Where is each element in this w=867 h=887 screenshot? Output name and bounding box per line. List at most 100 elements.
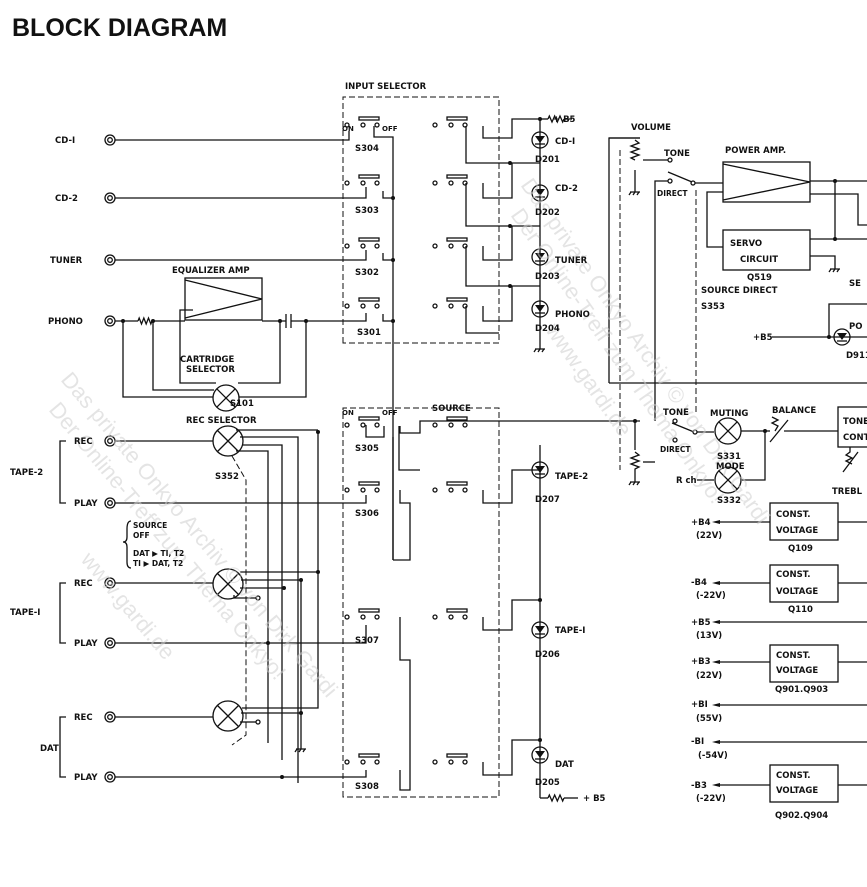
switch-contact (462, 180, 468, 186)
wire (399, 617, 411, 791)
switch-contact (360, 759, 366, 765)
switch-contact (374, 243, 380, 249)
rail-name: +BI (691, 700, 708, 710)
push-switch-icon (432, 608, 468, 620)
diode-triangle (837, 333, 847, 340)
switch-button (446, 481, 468, 486)
switch-contact (432, 422, 438, 428)
rec-note: SOURCE (133, 521, 167, 530)
rec-label: REC (74, 437, 93, 447)
push-switch-icon (432, 481, 468, 493)
const-voltage-block (769, 502, 839, 541)
jack-inner (107, 500, 113, 506)
rec-label: REC (74, 579, 93, 589)
wire (398, 426, 420, 471)
wire (465, 126, 540, 164)
diode-icon (531, 131, 549, 149)
diode-triangle (535, 253, 545, 260)
diode-ref: D201 (535, 155, 560, 165)
play-label: PLAY (74, 499, 98, 509)
dashed-linkage (231, 455, 247, 746)
wire (242, 444, 283, 760)
tape-group-label: TAPE-2 (10, 468, 43, 478)
diode-body (531, 621, 549, 639)
play-label: PLAY (74, 639, 98, 649)
tape-group-label: DAT (40, 744, 59, 754)
wire (382, 191, 393, 199)
jack-outer (104, 711, 116, 723)
selector-body (714, 466, 742, 494)
input-selector-label: INPUT SELECTOR (345, 82, 427, 92)
switch-button (358, 416, 380, 421)
wire (482, 469, 540, 504)
push-switch-icon (432, 116, 468, 128)
rail-name: +B5 (691, 618, 711, 628)
switch-contact (432, 759, 438, 765)
rail-name: +B4 (691, 518, 711, 528)
jack-inner (107, 714, 113, 720)
wire (115, 131, 350, 141)
push-switch-icon (344, 116, 380, 128)
volume-pot-icon (629, 451, 641, 478)
jack-outer (104, 497, 116, 509)
diode-ref: D205 (535, 778, 560, 788)
push-switch-icon (432, 174, 468, 186)
wire (115, 187, 367, 199)
jack-icon (104, 435, 116, 447)
switch-contact (462, 422, 468, 428)
terminal-icon (255, 595, 261, 601)
wire (291, 313, 367, 322)
switch-contact (462, 614, 468, 620)
selector-body (212, 700, 244, 732)
push-switch-icon (344, 608, 380, 620)
diode-body (531, 461, 549, 479)
switch-button (358, 237, 380, 242)
switch-button (446, 237, 468, 242)
switch-contact (432, 122, 438, 128)
jack-inner (107, 774, 113, 780)
rotary-selector-icon (714, 466, 742, 494)
ground-icon (828, 265, 840, 273)
switch-contact (344, 759, 350, 765)
regulator-label: VOLTAGE (776, 526, 818, 536)
selector-cross (217, 705, 239, 727)
wire (465, 306, 499, 334)
junction-dot (538, 738, 542, 742)
brace (122, 520, 132, 569)
ground-icon (628, 478, 640, 486)
switch-contact (360, 180, 366, 186)
jack-icon (104, 134, 116, 146)
switch-contact (462, 303, 468, 309)
selector-cross (718, 470, 738, 490)
wire (654, 180, 668, 421)
switch-contact (344, 422, 350, 428)
rail-name: -BI (691, 737, 704, 747)
switch-contact (360, 243, 366, 249)
jack-outer (104, 435, 116, 447)
input-label-tuner: TUNER (50, 256, 83, 266)
selector-cross (216, 388, 236, 408)
diode-ref: D206 (535, 650, 560, 660)
jack-icon (104, 577, 116, 589)
diode-body (531, 184, 549, 202)
cartridge-selector-label: CARTRIDGE (180, 355, 235, 365)
push-switch-icon (344, 753, 380, 765)
dashed-linkage (342, 407, 500, 798)
switch-contact (344, 180, 350, 186)
switch-button (446, 753, 468, 758)
rec-note: OFF (133, 531, 150, 540)
regulator-label: VOLTAGE (776, 666, 818, 676)
diode-label: TUNER (555, 256, 588, 266)
switch-contact (344, 487, 350, 493)
rail-voltage: (-22V) (696, 591, 726, 601)
wire (810, 255, 836, 265)
selector-body (714, 417, 742, 445)
resistor-icon (137, 316, 153, 326)
regulator-label: CONST. (776, 570, 810, 580)
switch-button (446, 116, 468, 121)
switch-ref: S306 (355, 509, 379, 519)
switch-button (446, 416, 468, 421)
junction-dot (282, 586, 286, 590)
amplifier-triangle (184, 279, 263, 319)
